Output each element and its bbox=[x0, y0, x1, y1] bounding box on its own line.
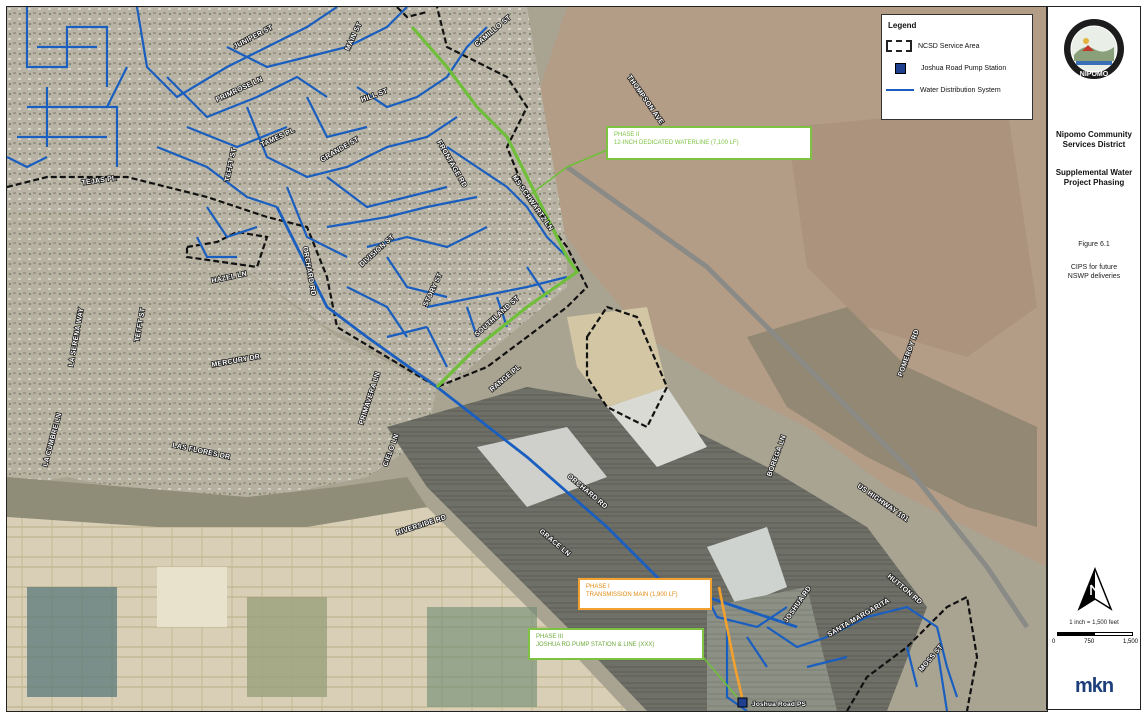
legend-label: Water Distribution System bbox=[920, 86, 1001, 94]
legend-label: NCSD Service Area bbox=[918, 42, 980, 50]
scale-ticks: 0 750 1,500 bbox=[1052, 639, 1138, 645]
scale-tick: 0 bbox=[1052, 639, 1056, 645]
map-canvas: JUNIPER ST HILL ST MAIN ST PRIMROSE LN T… bbox=[7, 7, 1047, 711]
phase1-callout: PHASE I TRANSMISSION MAIN (1,900 LF) bbox=[578, 578, 712, 610]
org-name-line1: Nipomo Community bbox=[1056, 130, 1132, 139]
field-dark bbox=[427, 607, 537, 707]
org-name-line2: Services District bbox=[1062, 140, 1126, 149]
legend-title: Legend bbox=[888, 21, 917, 30]
callout-title: PHASE II bbox=[614, 132, 640, 138]
pump-station-label: Joshua Road PS bbox=[752, 701, 807, 708]
callout-desc: 12-INCH DEDICATED WATERLINE (7,100 LF) bbox=[614, 140, 739, 146]
field-light bbox=[157, 567, 227, 627]
greenhouse-1 bbox=[477, 427, 607, 507]
phase2-leader bbox=[526, 149, 608, 198]
pump-station-icon[interactable] bbox=[737, 697, 748, 708]
pump-station-icon bbox=[895, 62, 906, 74]
seal-text: NIPOMO bbox=[1080, 71, 1109, 78]
scale-text: 1 inch = 1,500 feet bbox=[1069, 620, 1119, 626]
service-area-boundary bbox=[7, 7, 979, 711]
figure-number: Figure 6.1 bbox=[1078, 241, 1110, 248]
phase2-pipeline bbox=[410, 25, 580, 389]
project-title-line1: Supplemental Water bbox=[1055, 168, 1133, 177]
callout-title: PHASE III bbox=[536, 634, 564, 640]
project-title-line2: Project Phasing bbox=[1063, 178, 1125, 187]
aerial-map[interactable]: JUNIPER ST HILL ST MAIN ST PRIMROSE LN T… bbox=[6, 6, 1048, 712]
phase3-callout: PHASE III JOSHUA RD PUMP STATION & LINE … bbox=[528, 628, 704, 660]
callout-title: PHASE I bbox=[586, 584, 610, 590]
legend-label: Joshua Road Pump Station bbox=[921, 64, 1007, 72]
hills-shade bbox=[787, 107, 1037, 357]
callout-desc: JOSHUA RD PUMP STATION & LINE (XXX) bbox=[536, 642, 655, 648]
dashed-boundary-icon bbox=[886, 40, 912, 52]
ravine-vegetation bbox=[747, 307, 1037, 527]
crop-fields-south bbox=[707, 587, 837, 711]
scale-tick: 1,500 bbox=[1122, 639, 1138, 645]
highway-101 bbox=[565, 164, 1030, 629]
ncsd-seal-icon: NIPOMO bbox=[1064, 19, 1124, 79]
figure-desc-line1: CIPS for future bbox=[1070, 264, 1118, 271]
legend-item-pump-station: Joshua Road Pump Station bbox=[886, 59, 1006, 77]
north-arrow-icon bbox=[1077, 567, 1113, 611]
title-block-panel: NIPOMO Nipomo Community Services Distric… bbox=[1046, 6, 1141, 710]
greenhouse-3 bbox=[707, 527, 787, 607]
river-band bbox=[7, 477, 427, 527]
callout-desc: TRANSMISSION MAIN (1,900 LF) bbox=[586, 592, 678, 598]
water-distribution-system bbox=[7, 7, 959, 711]
field-teal bbox=[27, 587, 117, 697]
town-west bbox=[7, 207, 437, 497]
scale-tick: 750 bbox=[1084, 639, 1095, 645]
map-legend: Legend NCSD Service Area Joshua Road Pum… bbox=[881, 14, 1033, 120]
scale-bar bbox=[1057, 632, 1133, 636]
legend-item-service-area: NCSD Service Area bbox=[886, 37, 979, 55]
figure-desc-line2: NSWP deliveries bbox=[1067, 273, 1121, 280]
phase1-pipeline bbox=[717, 586, 744, 698]
water-line-icon bbox=[886, 89, 914, 91]
parcel-light bbox=[567, 307, 667, 407]
greenhouse-2 bbox=[607, 387, 707, 467]
firm-logo: mkn bbox=[1074, 675, 1114, 697]
field-green bbox=[247, 597, 327, 697]
phase2-callout: PHASE II 12-INCH DEDICATED WATERLINE (7,… bbox=[606, 126, 812, 160]
legend-item-water-line: Water Distribution System bbox=[886, 81, 1001, 99]
